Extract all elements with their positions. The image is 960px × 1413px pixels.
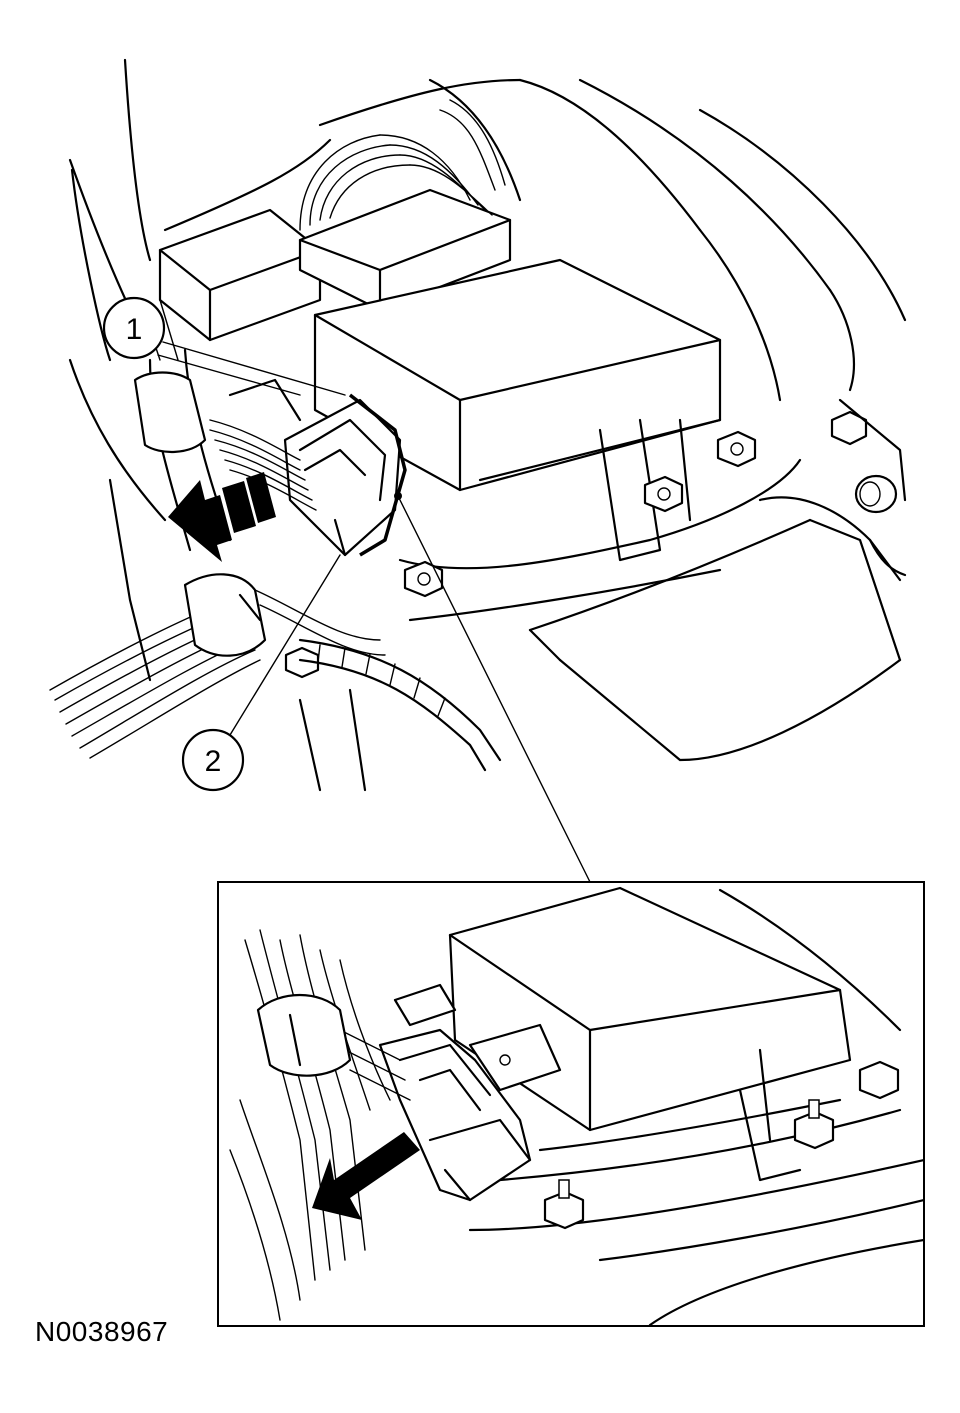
callout-2-label: 2 [205, 745, 222, 778]
figure-code: N0038967 [35, 1316, 169, 1347]
bolt-icon [284, 646, 320, 679]
callout-1: 1 [102, 296, 346, 396]
callout-1-label: 1 [126, 313, 143, 346]
removal-direction-arrow-icon [168, 472, 276, 562]
push-direction-arrow-icon [312, 1132, 420, 1220]
detail-leader-line [394, 492, 591, 883]
detail-inset [217, 881, 925, 1327]
bolt-icon [543, 1179, 585, 1230]
bolt-icon [643, 475, 684, 513]
washer-icon [854, 474, 898, 514]
callout-2: 2 [181, 554, 341, 792]
bolt-icon [716, 430, 757, 468]
bolt-icon [858, 1060, 900, 1100]
bolt-icon [793, 1099, 835, 1150]
bolt-icon [403, 560, 444, 598]
bolt-icon [830, 410, 868, 446]
main-view: 1 2 [49, 58, 907, 883]
